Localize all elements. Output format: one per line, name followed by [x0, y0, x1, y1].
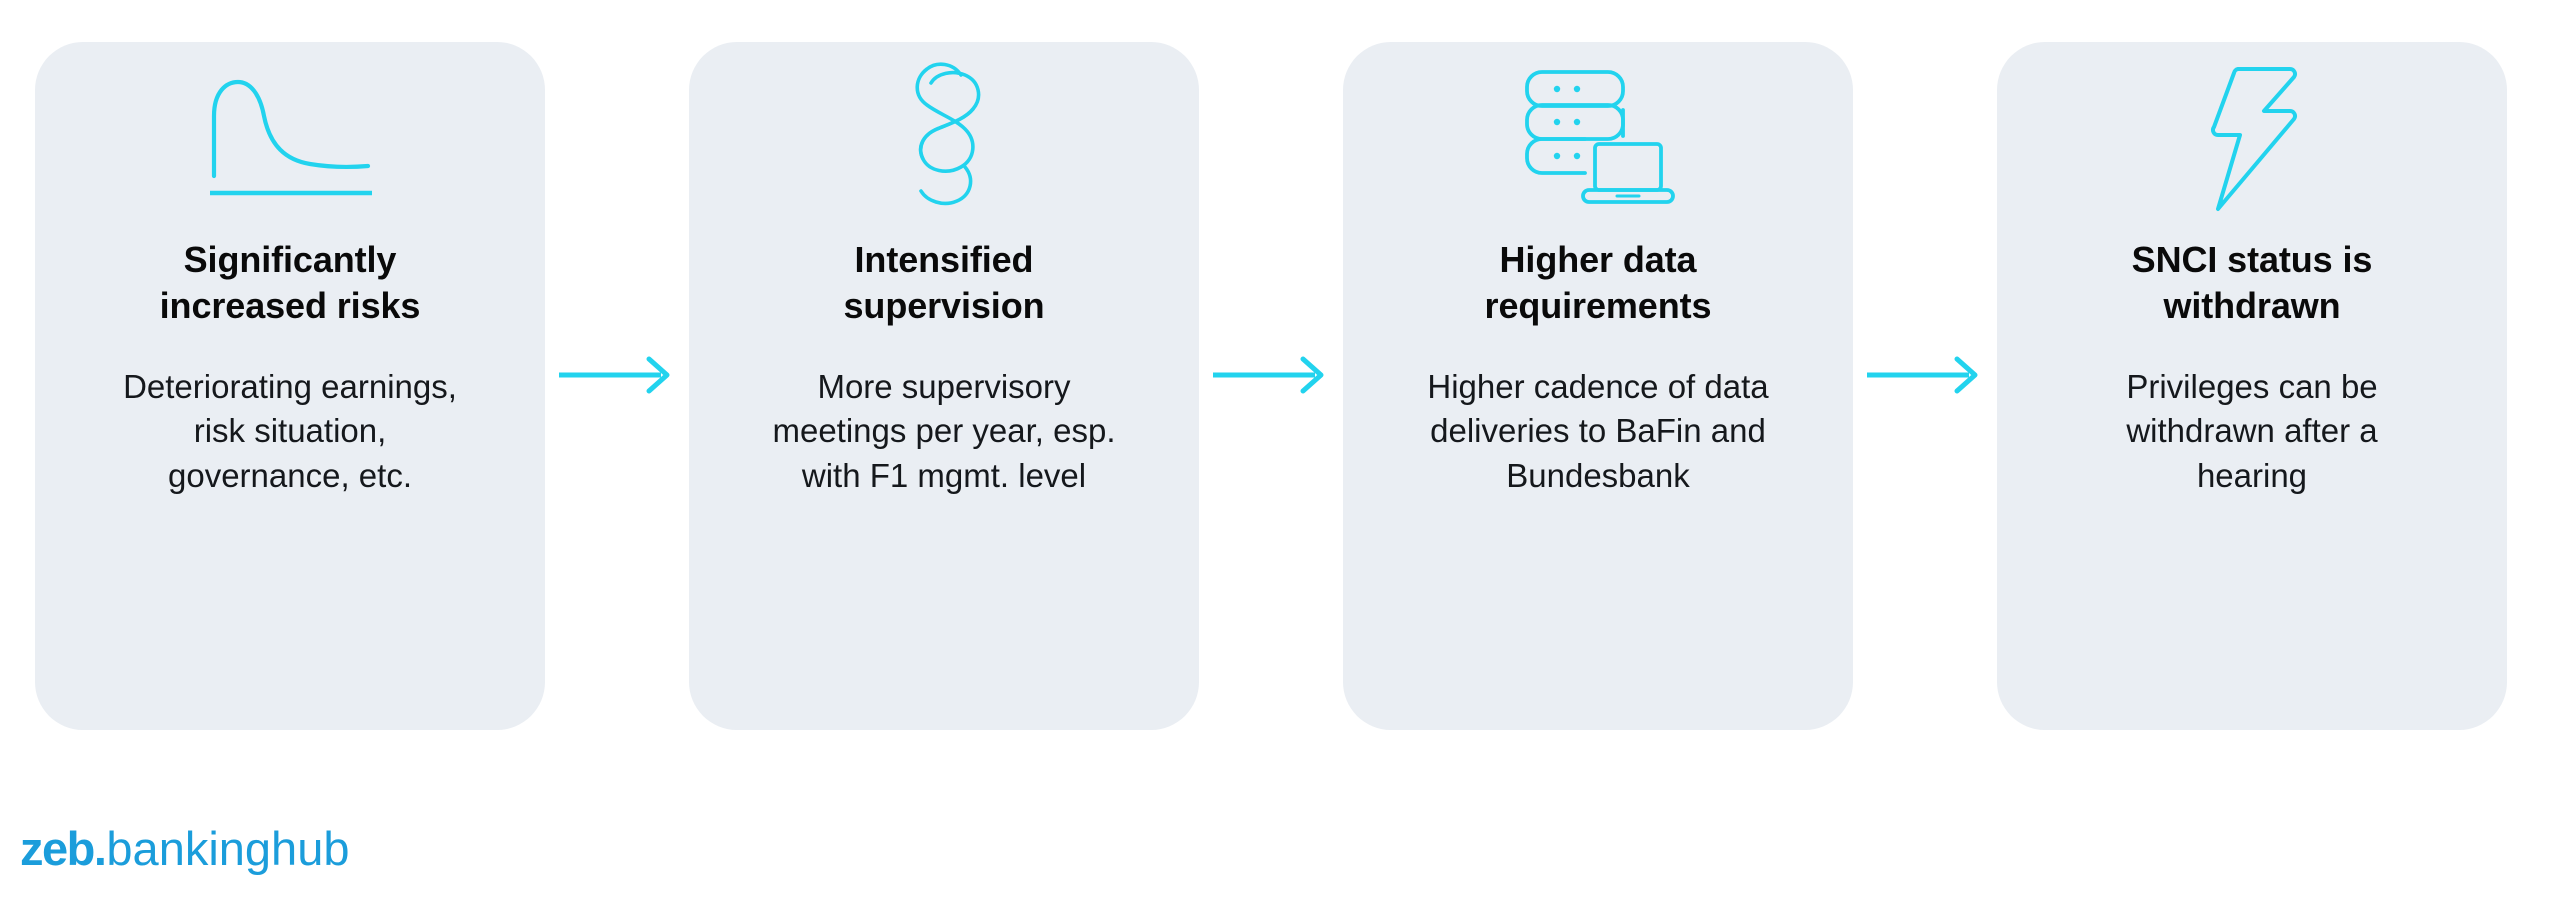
card-body-2: Intensified supervision More supervisory… — [689, 237, 1199, 498]
card-body-1: Significantly increased risks Deteriorat… — [35, 237, 545, 498]
step-description: Deteriorating earnings, risk situation, … — [123, 368, 457, 494]
process-flow-diagram: Significantly increased risks Deteriorat… — [35, 42, 2507, 730]
step-title: SNCI status is withdrawn — [2131, 239, 2373, 327]
logo-brand-text: zeb — [20, 821, 95, 875]
step-title: Intensified supervision — [843, 239, 1045, 327]
connector-arrow-3 — [1853, 42, 1997, 730]
risk-curve-icon — [35, 62, 545, 212]
server-laptop-icon — [1343, 62, 1853, 212]
logo-product-text: bankinghub — [106, 821, 350, 875]
card-body-3: Higher data requirements Higher cadence … — [1343, 237, 1853, 498]
logo-separator-dot: . — [93, 821, 107, 875]
process-step-card-2[interactable]: Intensified supervision More supervisory… — [689, 42, 1199, 730]
step-description: Privileges can be withdrawn after a hear… — [2126, 368, 2378, 494]
connector-arrow-1 — [545, 42, 689, 730]
step-description: More supervisory meetings per year, esp.… — [772, 368, 1116, 494]
process-step-card-3[interactable]: Higher data requirements Higher cadence … — [1343, 42, 1853, 730]
lightning-bolt-icon — [1997, 62, 2507, 212]
step-description: Higher cadence of data deliveries to BaF… — [1427, 368, 1769, 494]
process-step-card-4[interactable]: SNCI status is withdrawn Privileges can … — [1997, 42, 2507, 730]
zeb-bankinghub-logo[interactable]: zeb.bankinghub — [20, 820, 349, 876]
connector-arrow-2 — [1199, 42, 1343, 730]
step-title: Significantly increased risks — [159, 239, 421, 327]
section-paragraph-icon — [689, 61, 1199, 212]
process-step-card-1[interactable]: Significantly increased risks Deteriorat… — [35, 42, 545, 730]
card-body-4: SNCI status is withdrawn Privileges can … — [1997, 237, 2507, 498]
step-title: Higher data requirements — [1484, 239, 1712, 327]
